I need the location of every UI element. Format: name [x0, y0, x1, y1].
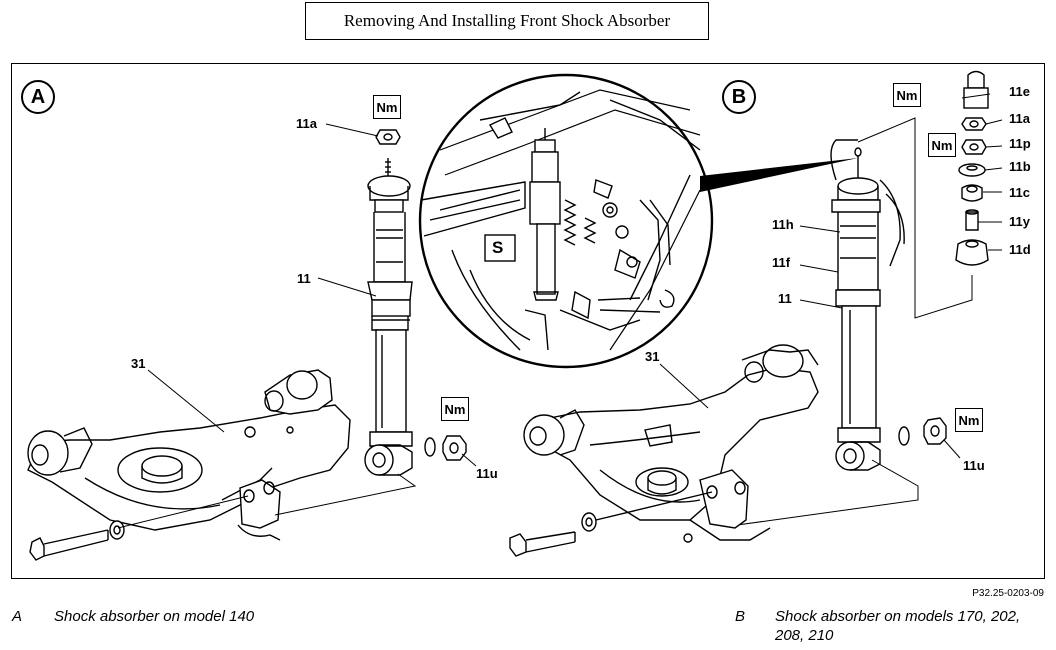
special-tool-symbol-box [484, 234, 516, 262]
diagram-frame [11, 63, 1045, 579]
caption-a-letter: A [12, 608, 23, 625]
callout-b-11f: 11f [772, 255, 791, 270]
bolt-b [509, 491, 713, 557]
callout-b-11d: 11d [1009, 242, 1031, 257]
torque-symbol-b-lower: Nm [955, 408, 983, 432]
mount-bracket-a [237, 479, 281, 541]
callout-leader-lines [147, 93, 1003, 467]
callout-a-11: 11 [297, 271, 311, 286]
bolt-a [29, 520, 125, 561]
caption-b-text-line2: 208, 210 [775, 627, 834, 644]
lower-washer-nut-b [898, 417, 947, 446]
callout-a-31: 31 [131, 356, 146, 371]
caption-b-text-line1: Shock absorber on models 170, 202, [775, 608, 1021, 625]
mount-bracket-b [683, 469, 771, 543]
callout-b-11a: 11a [1009, 111, 1030, 126]
caption-b-letter: B [735, 608, 746, 625]
callout-a-11a: 11a [296, 116, 317, 131]
panel-label-a: A [21, 80, 55, 114]
assembly-lines-b [729, 117, 973, 527]
callout-b-11e: 11e [1009, 84, 1030, 99]
special-tool-symbol: S [492, 238, 504, 257]
callout-b-31: 31 [645, 349, 660, 364]
lower-washer-nut-a [424, 435, 467, 461]
callout-b-11b: 11b [1009, 159, 1031, 174]
callout-b-11: 11 [778, 291, 792, 306]
detail-magnifier [418, 73, 858, 369]
assembly-lines-a [117, 473, 417, 529]
callout-a-11u: 11u [476, 466, 498, 481]
torque-symbol-b-top: Nm [893, 83, 921, 107]
callout-b-11h: 11h [772, 217, 794, 232]
caption-a-text: Shock absorber on model 140 [54, 608, 255, 625]
torque-symbol-b-middle: Nm [928, 133, 956, 157]
upper-nut-a [375, 129, 401, 145]
callout-b-11y: 11y [1009, 214, 1030, 229]
control-arm-a [27, 369, 351, 531]
figure-reference-code: P32.25-0203-09 [972, 588, 1044, 599]
callout-b-11c: 11c [1009, 185, 1030, 200]
torque-symbol-a-upper: Nm [373, 95, 401, 119]
panel-label-b: B [722, 80, 756, 114]
shock-absorber-a [364, 158, 413, 476]
diagram-title: Removing And Installing Front Shock Abso… [305, 2, 709, 40]
torque-symbol-a-lower: Nm [441, 397, 469, 421]
shock-absorber-b [830, 139, 905, 471]
callout-b-11p: 11p [1009, 136, 1031, 151]
callout-b-11u: 11u [963, 458, 985, 473]
mount-parts-stack-b [955, 70, 989, 266]
control-arm-b [523, 344, 819, 521]
